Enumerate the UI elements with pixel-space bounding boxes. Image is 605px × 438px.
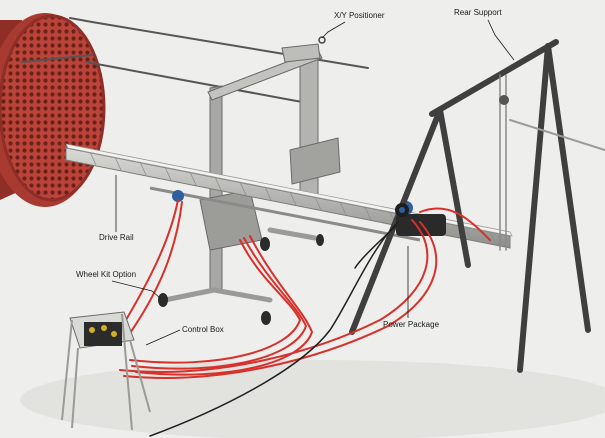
callout-drive-rail: Drive Rail [99,233,134,242]
leader-wheel-kit [111,280,161,299]
floor-shadow [20,360,605,438]
leader-control-box [145,329,181,346]
callout-rear-support: Rear Support [454,8,502,17]
callout-control-box: Control Box [182,325,224,334]
wheel-kit [158,234,324,325]
cables [149,221,399,437]
callout-power-package: Power Package [383,320,440,329]
leader-rear-support [487,19,515,61]
hoses [119,199,491,379]
xy-positioner [21,17,369,303]
callout-xy-positioner: X/Y Positioner [334,11,385,20]
leader-xy-positioner [321,21,346,39]
callout-lines [111,19,515,346]
callout-wheel-kit: Wheel Kit Option [76,270,137,279]
power-package [395,203,446,236]
control-box [61,311,151,431]
